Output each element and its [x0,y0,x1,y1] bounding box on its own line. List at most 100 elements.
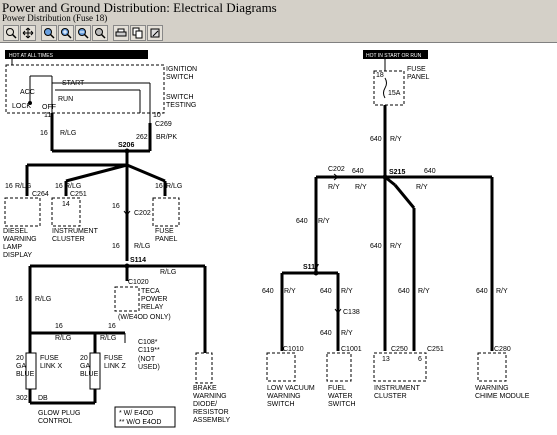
connector-c108: C108* [138,339,158,346]
wire-color-db: DB [38,395,48,402]
off-label: OFF [42,104,56,111]
lock-label: LOCK [12,103,31,110]
legend-line-2: ** W/O E4OD [119,419,161,426]
window-subtitle: Power Distribution (Fuse 18) [2,13,108,23]
pin-13: 13 [382,356,390,363]
pin-10: 10 [153,112,161,119]
copy-icon[interactable] [130,24,146,41]
wire-color-r-y: R/Y [355,184,367,191]
wire-640: 640 [320,330,332,337]
wire-640: 640 [262,288,274,295]
fuse-18-label: 18 [376,72,384,79]
wire-262: 262 [136,134,148,141]
splice-s117: S117 [303,264,319,271]
wire-gauge-16: 16 [112,243,120,250]
connector-c280: C280 [494,346,511,353]
wire-color-r-y: R/Y [390,136,402,143]
splice-s215: S215 [389,169,405,176]
connector-c119: C119** [138,347,160,354]
pin-6: 6 [418,356,422,363]
pan-icon[interactable] [20,24,36,41]
hot-at-all-times-label: HOT AT ALL TIMES [9,53,54,59]
connector-c251-right: C251 [427,346,444,353]
connector-c264: C264 [32,191,49,198]
start-label: START [62,80,85,87]
wire-color-r-lg: R/LG [35,296,51,303]
w-e4od-only-label: (W/E4OD ONLY) [118,314,171,321]
wire-color-r-y: R/Y [416,184,428,191]
wire-302: 302 [16,395,28,402]
acc-label: ACC [20,89,35,96]
print-icon[interactable] [113,24,129,41]
wire-color-r-y: R/Y [328,184,340,191]
pin-14: 14 [62,201,70,208]
wire-640: 640 [424,168,436,175]
wire-gauge-16: 16 [112,203,120,210]
wire-color-r-y: R/Y [390,243,402,250]
zoom-fit-icon[interactable] [92,24,108,41]
wire-color-r-lg: R/LG [15,183,31,190]
wire-color-br-pk: BR/PK [156,134,177,141]
wire-color-r-y: R/Y [418,288,430,295]
wire-color-r-lg: R/LG [55,335,71,342]
connector-c202: C202 [134,210,151,217]
wire-640: 640 [370,136,382,143]
wire-color-r-lg: R/LG [65,183,81,190]
splice-s114: S114 [130,257,146,264]
zoom-region-icon[interactable] [41,24,57,41]
help-icon[interactable] [147,24,163,41]
wire-color-r-lg: R/LG [134,243,150,250]
wire-gauge-16: 16 [155,183,163,190]
zoom-plus-icon[interactable] [58,24,74,41]
wire-color-r-y: R/Y [284,288,296,295]
wire-color-r-lg: R/LG [160,269,176,276]
zoom-in-icon[interactable] [3,24,19,41]
connector-c202-right: C202 [328,166,345,173]
wire-640: 640 [398,288,410,295]
wire-640: 640 [476,288,488,295]
pin-11: 11 [44,112,51,119]
wire-gauge-16: 16 [55,183,63,190]
wire-gauge-16: 16 [108,323,116,330]
connector-c138: C138 [343,309,360,316]
connector-c251: C251 [70,191,87,198]
connector-c1010: C1010 [283,346,304,353]
legend-line-1: * W/ E4OD [119,410,153,417]
wire-color-r-y: R/Y [496,288,508,295]
wire-640: 640 [296,218,308,225]
run-label: RUN [58,96,73,103]
wire-640: 640 [352,168,364,175]
wire-color-r-lg: R/LG [60,130,76,137]
wire-color-r-y: R/Y [341,288,353,295]
wire-color-r-lg: R/LG [166,183,182,190]
connector-c1020: C1020 [128,279,149,286]
connector-c269: C269 [155,121,172,128]
connector-c250: C250 [391,346,408,353]
wire-640: 640 [370,243,382,250]
wire-gauge-16: 16 [55,323,63,330]
wire-color-r-y: R/Y [318,218,330,225]
hot-in-start-or-run-label: HOT IN START OR RUN [366,53,422,59]
zoom-minus-icon[interactable] [75,24,91,41]
window-title: Power and Ground Distribution: Electrica… [2,0,277,15]
